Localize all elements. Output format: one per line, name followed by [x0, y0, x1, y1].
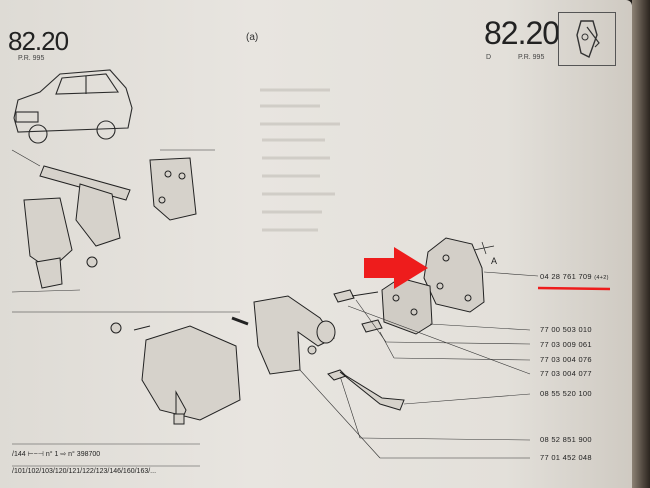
car-illustration	[13, 69, 133, 144]
upper-leader-lines	[11, 149, 215, 293]
lower-lock-assembly	[110, 322, 241, 425]
fixing-screws	[327, 289, 405, 411]
callout-letter: A	[491, 256, 498, 266]
part-number: 08 52 851 900	[540, 435, 592, 444]
part-number: 77 03 004 076	[540, 355, 592, 364]
part-number: 77 00 503 010	[540, 325, 592, 334]
range-icon: ⊢−⊣	[27, 451, 44, 458]
dimension-marker-a	[473, 241, 495, 255]
footer-legend-line: /101/102/103/120/121/122/123/146/160/163…	[12, 468, 157, 475]
part-number: 77 03 004 077	[540, 369, 592, 378]
arrow-right-icon: ⇨	[60, 451, 67, 458]
category-icon-box	[558, 12, 616, 66]
page-number-right-sub: P.R. 995	[518, 54, 545, 61]
footer-legend-line: /144 ⊢−⊣ n° 1 ⇨ n° 398700	[12, 451, 101, 458]
striker-bracket	[381, 277, 433, 335]
highlight-arrow	[364, 247, 428, 289]
catalog-page	[0, 0, 632, 488]
part-number: 08 55 520 100	[540, 389, 592, 398]
page-number-right: 82.20	[484, 15, 560, 51]
exploded-view-drawing	[11, 69, 611, 467]
page-number-left: 82.20	[8, 26, 69, 56]
show-through-text	[260, 88, 340, 232]
part-number: 77 01 452 048	[540, 453, 592, 462]
inner-handle-assembly	[231, 295, 336, 375]
center-leader-lines	[12, 311, 381, 459]
book-binding	[632, 0, 650, 488]
door-lock-icon	[576, 20, 600, 58]
part-number: 04 28 761 709 (4+2)	[540, 272, 609, 281]
page-number-right-sub-d: D	[486, 54, 492, 61]
part-underline	[537, 286, 611, 291]
reinforcement-plate	[423, 237, 485, 313]
page-number-left-sub: P.R. 995	[18, 55, 45, 62]
part-number: 77 03 009 061	[540, 340, 592, 349]
figure-label: (a)	[246, 32, 259, 43]
part-leader-lines	[347, 271, 539, 459]
upper-lock-assembly	[23, 157, 197, 289]
